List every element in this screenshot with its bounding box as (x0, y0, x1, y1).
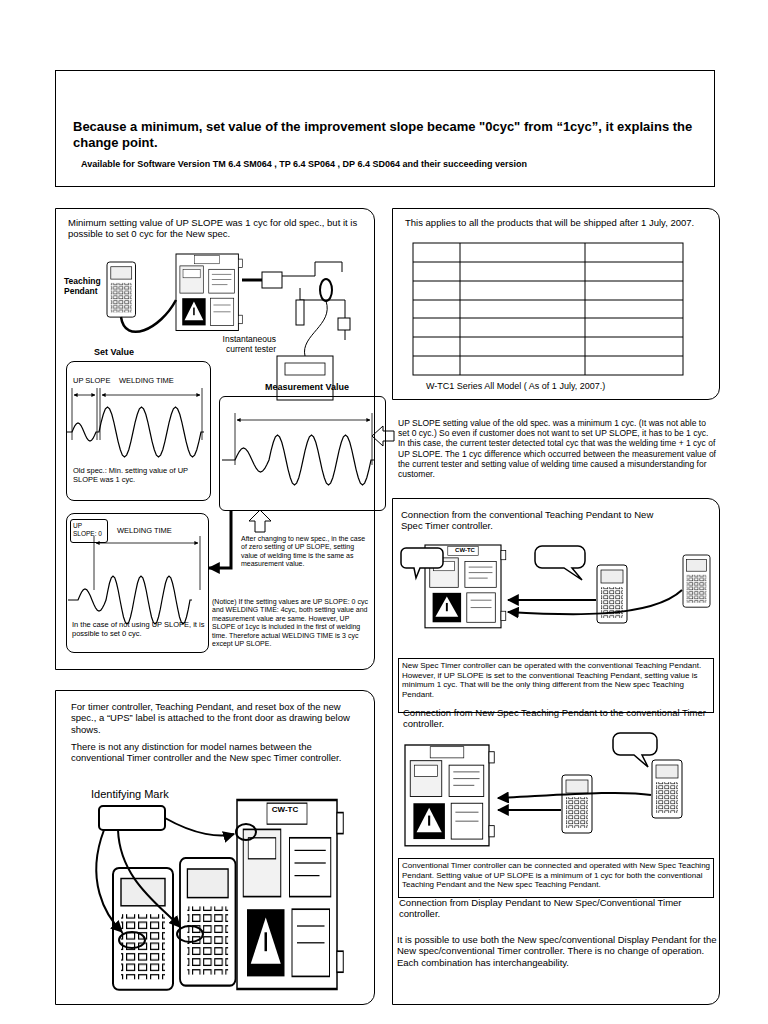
timer-controller (176, 254, 242, 331)
set-value-box: Set ValueUP SLOPEWELDING TIMEOld spec.: … (66, 361, 211, 501)
device-label: CW-TC (266, 805, 304, 815)
waveform (68, 576, 192, 624)
node-text: Because a minimum, set value of the impr… (73, 119, 703, 150)
timer-controller (405, 745, 494, 846)
mark-box: Identifying Mark (98, 805, 166, 831)
node-text: Conventional Timer controller can be con… (402, 861, 711, 890)
welding-gun (262, 262, 350, 340)
current-tester (277, 356, 333, 400)
mark-circle (177, 926, 203, 942)
panel: This applies to all the products that wi… (392, 208, 720, 400)
node-text: For timer controller, Teaching Pendant, … (71, 701, 366, 735)
part-name: Instantaneous current tester (198, 334, 276, 354)
node-text: Connection from the conventional Teachin… (401, 509, 663, 532)
node-text: Available for Software Version TM 6.4 SM… (81, 159, 706, 170)
speech-bubble (613, 733, 657, 767)
teaching-pendant (562, 775, 592, 833)
hollow-arrow (372, 426, 394, 446)
note-text: After changing to new spec., in the case… (241, 535, 372, 569)
node-text: W-TC1 Series All Model ( As of 1 July, 2… (426, 381, 711, 392)
node-text: Connection from New Spec Teaching Pendan… (403, 707, 713, 730)
note-text: UP SLOPE setting value of the old spec. … (398, 418, 716, 479)
panel: Connection from the conventional Teachin… (392, 498, 720, 1005)
setting-box: UP SLOPE: 0 (70, 519, 108, 543)
mark-circle (119, 932, 145, 948)
cable (121, 300, 176, 332)
cable (242, 279, 262, 282)
node-text: Set Value (94, 347, 174, 358)
teaching-pendant (113, 868, 173, 990)
display-pendant (180, 858, 236, 986)
speech-bubble (535, 546, 585, 580)
header-box: Because a minimum, set value of the impr… (55, 70, 715, 187)
mark-circle (236, 824, 256, 840)
notice-text: (Notice) If the setting values are UP SL… (212, 598, 374, 648)
node-text: Connection from Display Pendant to New S… (399, 897, 715, 920)
node-text: Old spec.: Min. setting value of UP SLOP… (73, 466, 207, 484)
hollow-arrow (249, 510, 271, 532)
panel: For timer controller, Teaching Pendant, … (55, 690, 375, 1005)
node-text: New Spec Timer controller can be operate… (402, 661, 711, 699)
note-box: New Spec Timer controller can be operate… (398, 658, 714, 713)
teaching-pendant (652, 760, 682, 818)
node-text: This applies to all the products that wi… (405, 217, 710, 228)
waveform (222, 435, 374, 485)
node-text: UP SLOPE: 0 (73, 522, 107, 538)
arrow (508, 599, 596, 601)
connector-arrow (209, 511, 231, 568)
teaching-pendant (683, 555, 710, 607)
node-text: Identifying Mark (91, 788, 201, 801)
model-table (413, 243, 683, 375)
arrow (498, 809, 561, 811)
node-text: In the case of not using UP SLOPE, it is… (72, 620, 206, 638)
mark-arrow (96, 818, 234, 932)
note-box: Conventional Timer controller can be con… (398, 858, 714, 898)
part-name: Teaching Pendant (64, 276, 116, 296)
node-text: It is possible to use both the New spec/… (397, 934, 717, 968)
waveform (66, 407, 204, 457)
tester-wire (304, 301, 327, 356)
measurement-box: Measurement Value (219, 396, 386, 511)
node-text: Minimum setting value of UP SLOPE was 1 … (68, 217, 363, 240)
node-text: UP SLOPE (73, 376, 123, 385)
teaching-pendant (107, 262, 136, 317)
time-bracket (72, 388, 372, 590)
timer-controller (237, 800, 343, 989)
arrow (508, 590, 682, 614)
node-text: There is not any distinction for model n… (71, 741, 366, 764)
node-text: Measurement Value (265, 382, 385, 393)
node-text: WELDING TIME (117, 526, 202, 535)
node-text: WELDING TIME (119, 376, 204, 385)
set-value-box: WELDING TIME In the case of not using UP … (66, 513, 209, 653)
speech-bubble (401, 548, 443, 578)
arrow (498, 793, 651, 798)
device-label: CW-TC (449, 547, 481, 554)
waveforms (66, 407, 374, 624)
